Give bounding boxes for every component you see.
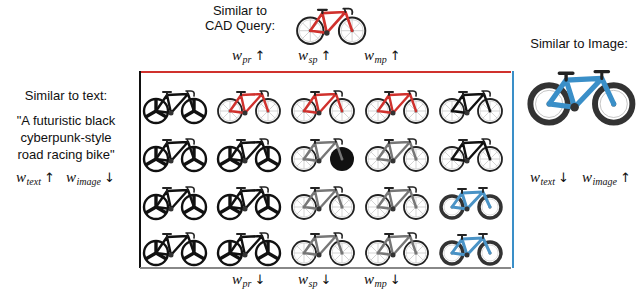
- weight-arrow: ↑: [254, 49, 265, 62]
- weight-symbol: w: [66, 170, 76, 185]
- weight-arrow: ↓: [558, 171, 569, 184]
- weight-arrow: ↓: [320, 273, 331, 286]
- weight-subscript: mp: [375, 55, 387, 65]
- weight-subscript: sp: [309, 55, 318, 65]
- bike: [441, 188, 501, 218]
- weight-symbol: w: [232, 48, 242, 63]
- weight-subscript: mp: [375, 279, 387, 289]
- bike: [440, 139, 502, 171]
- weight-subscript: text: [541, 177, 555, 187]
- bike: [292, 187, 354, 219]
- weight-subscript: pr: [243, 279, 252, 289]
- weight-symbol: w: [298, 272, 308, 287]
- bike: [218, 187, 280, 219]
- weight-arrow: ↓: [390, 273, 401, 286]
- caption-text: "A futuristic black cyberpunk-style road…: [10, 112, 122, 163]
- weight-arrow: ↑: [620, 171, 631, 184]
- text-border-line: [139, 71, 141, 268]
- image-query-bike: [530, 72, 632, 123]
- bike: [218, 233, 280, 265]
- weight-subscript: image: [77, 177, 101, 187]
- cad-border-line: [140, 71, 511, 73]
- bike: [366, 139, 428, 171]
- weight-arrow: ↑: [44, 171, 55, 184]
- caption-text: Similar to text:: [2, 88, 130, 103]
- bike: [292, 91, 354, 123]
- bike: [144, 91, 206, 123]
- bike: [144, 233, 206, 265]
- bottom-border-line: [140, 267, 511, 269]
- weight-arrow: ↑: [320, 49, 331, 62]
- weight-subscript: image: [593, 177, 617, 187]
- weight-subscript: pr: [243, 55, 252, 65]
- caption-text: Similar to CAD Query:: [198, 3, 282, 33]
- weight-symbol: w: [364, 272, 374, 287]
- bike: [292, 139, 354, 171]
- weight-symbol: w: [16, 170, 26, 185]
- weight-subscript: text: [27, 177, 41, 187]
- bike: [366, 233, 428, 265]
- bike: [292, 233, 354, 265]
- image-border-line: [512, 71, 514, 268]
- bike: [218, 139, 280, 171]
- weight-arrow: ↑: [390, 49, 401, 62]
- cad-query-bike: [297, 9, 365, 44]
- bike: [441, 234, 501, 264]
- bike: [440, 91, 502, 123]
- bike: [366, 91, 428, 123]
- bike: [144, 139, 206, 171]
- weight-symbol: w: [298, 48, 308, 63]
- weight-symbol: w: [582, 170, 592, 185]
- weight-symbol: w: [232, 272, 242, 287]
- weight-symbol: w: [530, 170, 540, 185]
- bike: [144, 187, 206, 219]
- weight-arrow: ↓: [104, 171, 115, 184]
- bike: [218, 91, 280, 123]
- bike: [366, 187, 428, 219]
- weight-subscript: sp: [309, 279, 318, 289]
- weight-symbol: w: [364, 48, 374, 63]
- weight-arrow: ↓: [254, 273, 265, 286]
- caption-text: Similar to Image:: [520, 36, 638, 51]
